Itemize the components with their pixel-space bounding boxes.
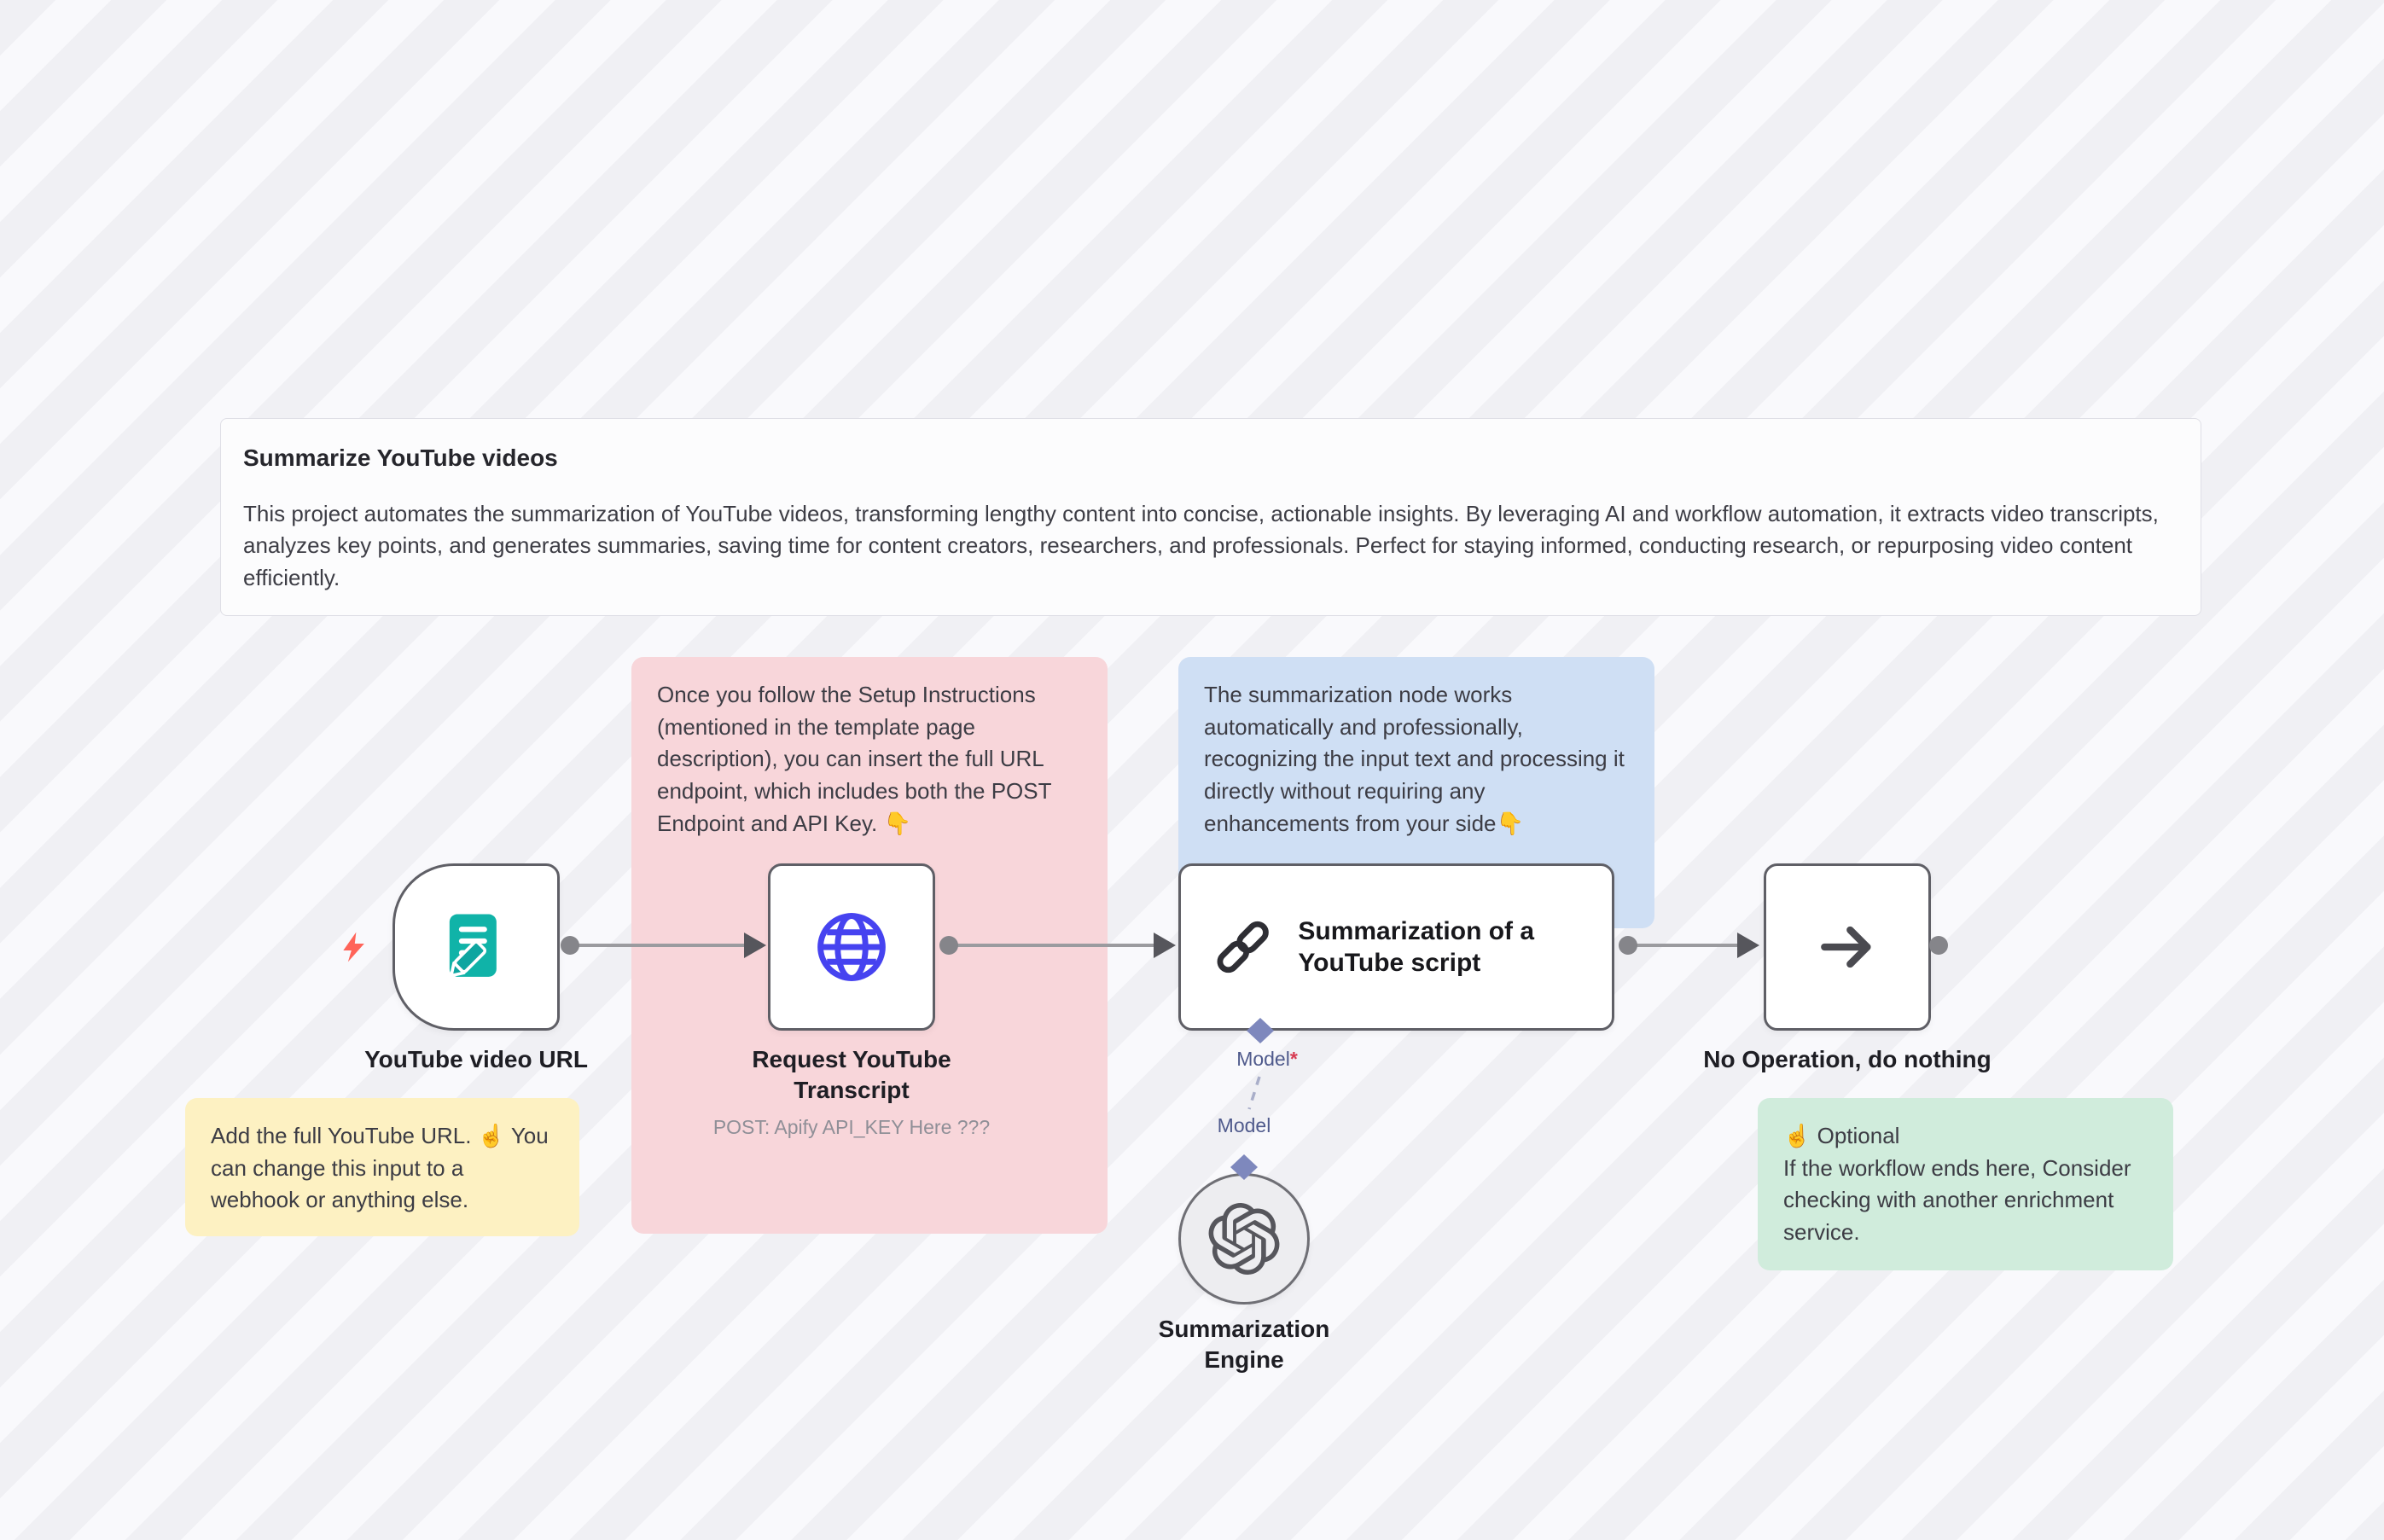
input-arrowhead-icon <box>1154 933 1176 958</box>
output-port[interactable] <box>1619 936 1637 955</box>
node-label-summarization-engine[interactable]: Summarization Engine <box>1158 1316 1330 1374</box>
model-required-asterisk: * <box>1289 1048 1298 1070</box>
node-no-operation[interactable] <box>1764 863 1931 1031</box>
node-summarization-engine[interactable] <box>1178 1173 1310 1305</box>
output-port[interactable] <box>561 936 579 955</box>
request-transcript-subtitle: POST: Apify API_KEY Here ??? <box>712 1115 991 1138</box>
model-input-label-text: Model <box>1236 1048 1290 1070</box>
node-request-youtube-transcript[interactable] <box>768 863 935 1031</box>
sticky-note-input-hint[interactable]: Add the full YouTube URL. ☝️ You can cha… <box>185 1098 579 1236</box>
globe-icon <box>817 913 886 981</box>
model-connection-dashed-line[interactable] <box>1247 1076 1261 1110</box>
output-port[interactable] <box>1929 936 1948 955</box>
node-label-no-operation[interactable]: No Operation, do nothing <box>1703 1046 1992 1072</box>
optional-hint-title: ☝️ Optional <box>1783 1123 1900 1148</box>
overview-title: Summarize YouTube videos <box>243 445 558 471</box>
arrow-right-icon <box>1821 926 1871 968</box>
model-input-label: Model* <box>1195 1048 1340 1071</box>
model-output-label: Model <box>1217 1114 1271 1136</box>
form-edit-icon <box>449 914 497 978</box>
optional-hint-body: If the workflow ends here, Consider chec… <box>1783 1154 2131 1246</box>
node-summarization-of-youtube-script[interactable]: Summarization of a YouTube script <box>1178 863 1614 1031</box>
node-youtube-video-url[interactable] <box>392 863 560 1031</box>
node-label-request-transcript[interactable]: Request YouTube Transcript POST: Apify A… <box>681 1044 1022 1141</box>
sticky-note-optional-hint[interactable]: ☝️ Optional If the workflow ends here, C… <box>1758 1098 2173 1270</box>
lightning-bolt-icon <box>343 932 364 962</box>
overview-body: This project automates the summarization… <box>243 500 2159 590</box>
summarization-info-text: The summarization node works automatical… <box>1204 682 1625 836</box>
node-label-youtube-video-url[interactable]: YouTube video URL <box>364 1046 588 1072</box>
summarization-node-title: Summarization of a YouTube script <box>1298 916 1535 978</box>
chain-link-icon <box>1217 921 1269 973</box>
sticky-note-overview[interactable]: Summarize YouTube videos This project au… <box>220 418 2201 616</box>
input-arrowhead-icon <box>1737 933 1759 958</box>
openai-logo-icon <box>1208 1203 1280 1275</box>
input-hint-text: Add the full YouTube URL. ☝️ You can cha… <box>211 1123 549 1213</box>
setup-instructions-text: Once you follow the Setup Instructions (… <box>657 682 1052 836</box>
request-transcript-label-text: Request YouTube Transcript <box>752 1046 951 1104</box>
